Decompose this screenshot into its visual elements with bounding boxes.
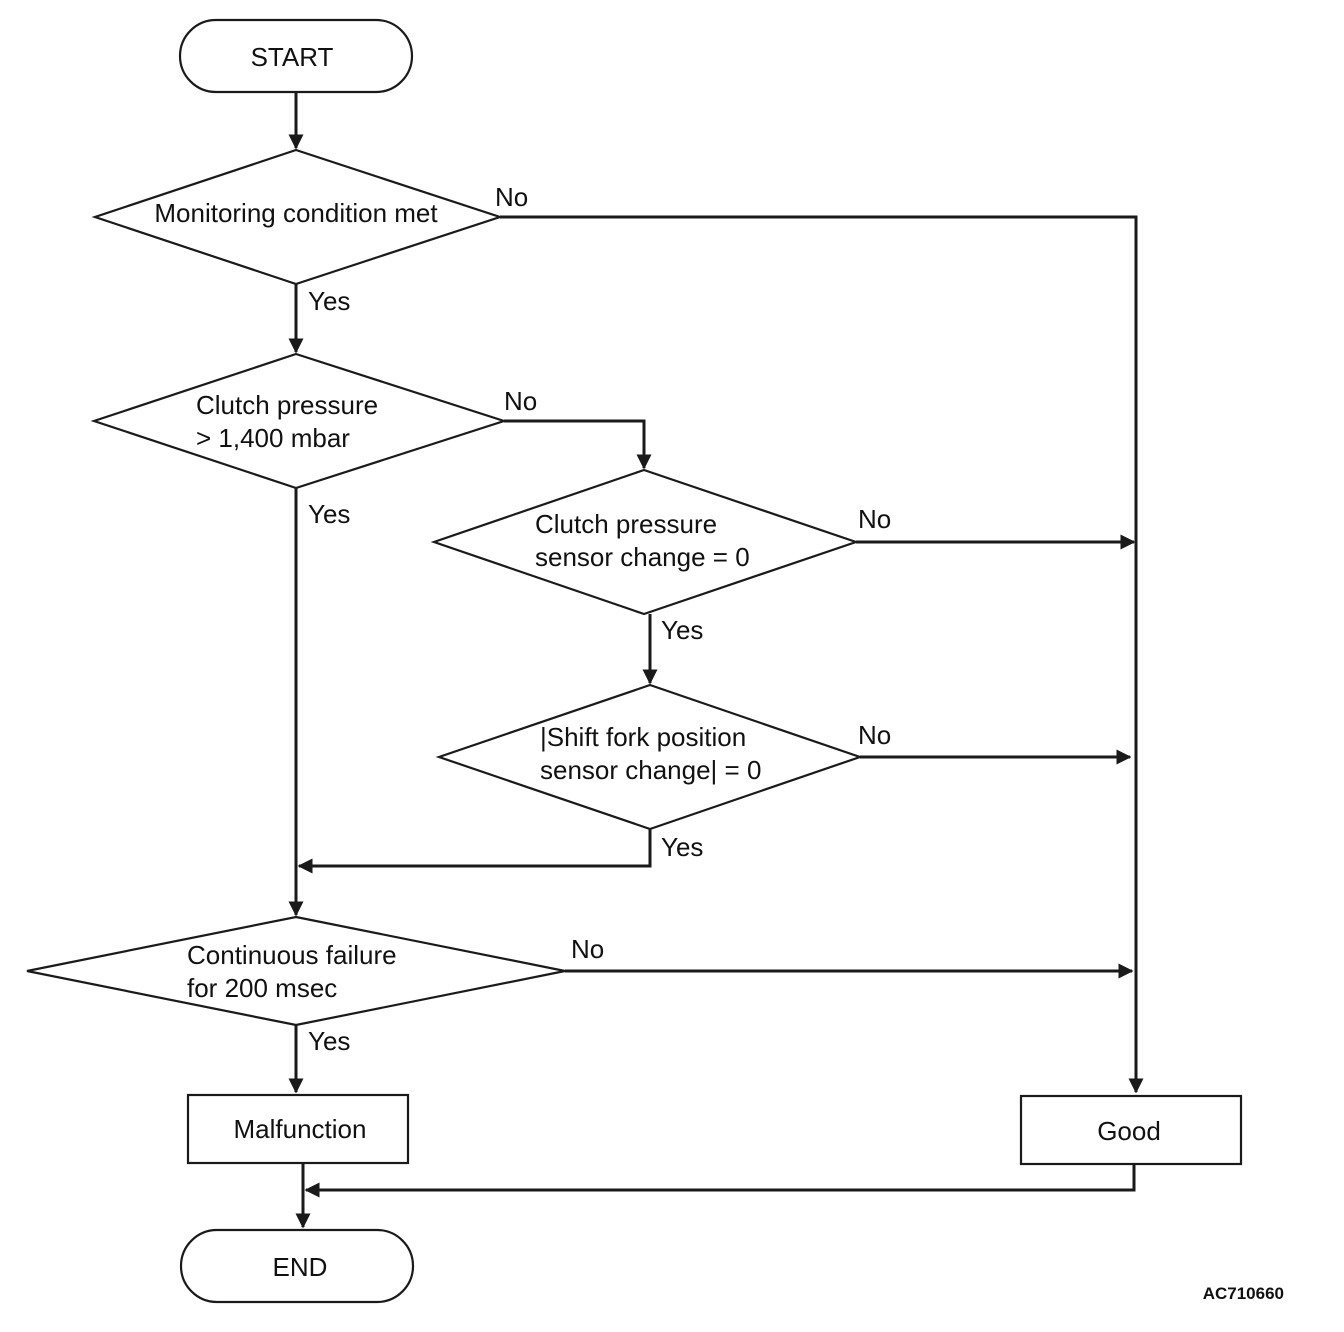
good-label: Good [1097,1116,1161,1146]
monitoring-yes-label: Yes [308,286,350,316]
decision-clutch-sensor-change [430,468,860,616]
malfunction-label: Malfunction [234,1114,367,1144]
shift-fork-line2: sensor change| = 0 [540,755,761,785]
connector-clutch-pressure-no [504,419,652,470]
monitoring-condition-text: Monitoring condition met [154,198,438,228]
figure-code: AC710660 [1203,1284,1284,1303]
malfunction-box [186,1093,410,1165]
start-label: START [251,42,334,72]
clutch-sensor-yes-label: Yes [661,615,703,645]
shift-fork-yes-label: Yes [661,832,703,862]
end-label: END [273,1252,328,1282]
end-terminal [179,1228,415,1304]
shift-fork-line1: |Shift fork position [540,722,746,752]
monitoring-no-label: No [495,182,528,212]
clutch-pressure-no-label: No [504,386,537,416]
continuous-failure-line1: Continuous failure [187,940,397,970]
clutch-pressure-yes-label: Yes [308,499,350,529]
good-box [1019,1094,1243,1166]
clutch-sensor-line1: Clutch pressure [535,509,717,539]
decision-continuous-failure [26,915,566,1027]
continuous-failure-line2: for 200 msec [187,973,337,1003]
continuous-no-label: No [571,934,604,964]
clutch-pressure-line2: > 1,400 mbar [196,423,350,453]
shift-fork-no-label: No [858,720,891,750]
clutch-sensor-no-label: No [858,504,891,534]
connector-good-end [304,1164,1136,1198]
decision-clutch-pressure [90,352,508,490]
clutch-pressure-line1: Clutch pressure [196,390,378,420]
connector-shift-fork-yes [297,829,652,874]
clutch-sensor-line2: sensor change = 0 [535,542,750,572]
connector-monitoring-no [500,215,1144,1094]
continuous-yes-label: Yes [308,1026,350,1056]
